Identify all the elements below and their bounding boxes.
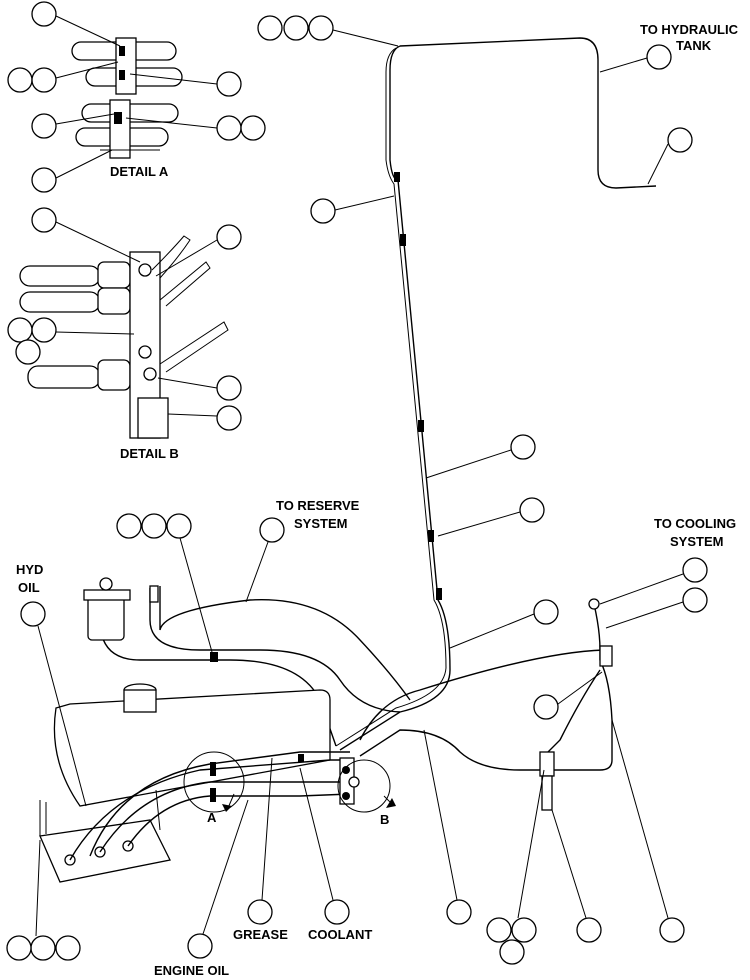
view-b-indicator (337, 759, 396, 813)
label-grease: GREASE (233, 927, 288, 942)
hydraulic-tank-line (335, 37, 657, 751)
label-to-hydraulic-1: TO HYDRAULIC (640, 22, 739, 37)
view-b-label: B (380, 812, 389, 827)
label-to-hydraulic-2: TANK (676, 38, 712, 53)
detail-b-caption: DETAIL B (120, 446, 179, 461)
detail-b-illustration (19, 235, 229, 439)
label-to-cooling-1: TO COOLING (654, 516, 736, 531)
callout-balloons-detail-b (7, 207, 242, 431)
filter-assembly (83, 577, 159, 641)
manifold-lines (69, 751, 351, 861)
callout-balloons-bottom (6, 601, 685, 965)
hydraulic-reservoir (53, 683, 331, 807)
detail-a-illustration (71, 37, 183, 159)
label-hyd-1: HYD (16, 562, 43, 577)
label-to-reserve-1: TO RESERVE (276, 498, 360, 513)
cooling-system-lines (359, 598, 613, 811)
label-hyd-2: OIL (18, 580, 40, 595)
reserve-system-lines (99, 586, 411, 747)
label-engine-oil: ENGINE OIL (154, 963, 229, 978)
callout-balloons-detail-a (7, 1, 266, 193)
label-to-cooling-2: SYSTEM (670, 534, 723, 549)
label-coolant: COOLANT (308, 927, 372, 942)
callout-balloons-hydraulic-line (257, 15, 693, 649)
view-a-indicator (183, 751, 245, 813)
label-to-reserve-2: SYSTEM (294, 516, 347, 531)
callout-balloons-cooling (533, 557, 708, 720)
lube-manifold (39, 789, 171, 883)
callout-balloons-reserve (116, 513, 285, 653)
view-a-label: A (207, 810, 217, 825)
detail-a-caption: DETAIL A (110, 164, 169, 179)
